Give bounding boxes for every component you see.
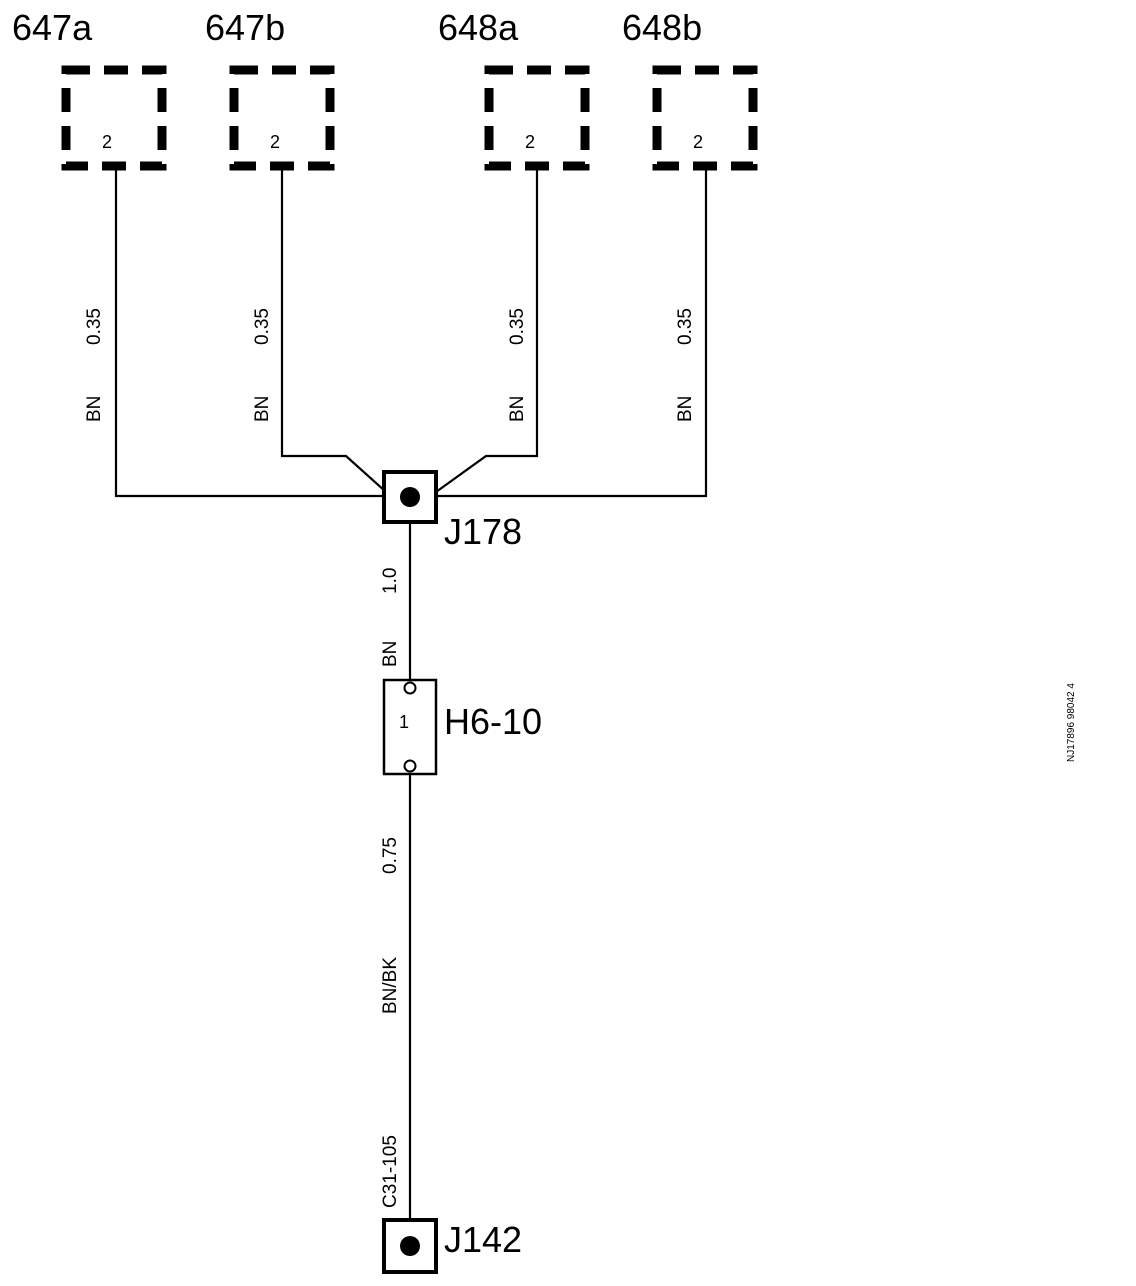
connector-pin: 2 [270, 132, 280, 152]
connector-label: 648b [622, 7, 702, 48]
wire-size: 1.0 [380, 568, 401, 594]
fuse-body [382, 678, 438, 776]
wire-label-647a: 0.35 BN [84, 308, 105, 422]
fuse-pin: 1 [399, 712, 409, 732]
connector-pin: 2 [102, 132, 112, 152]
connector-648b[interactable]: 648b 2 [622, 7, 758, 171]
splice-label: J142 [444, 1219, 522, 1260]
splice-j178[interactable]: J178 [382, 470, 522, 552]
wire-size: 0.35 [507, 308, 528, 345]
wire-647a [114, 168, 384, 498]
connector-pin: 2 [693, 132, 703, 152]
connector-pin: 2 [525, 132, 535, 152]
wire-size: 0.35 [252, 308, 273, 345]
splice-dot-icon [400, 487, 420, 507]
fuse-label: H6-10 [444, 701, 542, 742]
wire-color: BN [675, 396, 696, 422]
wire-color: BN/BK [380, 957, 401, 1014]
fuse-h6-10[interactable]: 1 H6-10 [382, 678, 542, 776]
connector-box [484, 65, 590, 171]
wire-label-647b: 0.35 BN [252, 308, 273, 422]
wire-color: BN [380, 641, 401, 667]
wire-647b [280, 168, 387, 493]
connector-647b[interactable]: 647b 2 [205, 7, 335, 171]
connector-box [652, 65, 758, 171]
circuit-label: C31-105 [380, 1135, 401, 1208]
wire-color: BN [84, 396, 105, 422]
connector-label: 647b [205, 7, 285, 48]
connector-box [61, 65, 167, 171]
fuse-terminal-icon [403, 759, 417, 773]
wire-648a [435, 168, 539, 493]
side-code: NJ17896 98042 4 [1066, 683, 1077, 762]
connector-label: 648a [438, 7, 519, 48]
wire-648b [436, 168, 708, 498]
splice-dot-icon [400, 1236, 420, 1256]
connector-647a[interactable]: 647a 2 [12, 7, 167, 171]
connector-label: 647a [12, 7, 93, 48]
wire-label-648b: 0.35 BN [675, 308, 696, 422]
wire-color: BN [252, 396, 273, 422]
wire-color: BN [507, 396, 528, 422]
wire-size: 0.75 [380, 837, 401, 874]
fuse-terminal-icon [403, 681, 417, 695]
wire-size: 0.35 [675, 308, 696, 345]
connector-648a[interactable]: 648a 2 [438, 7, 590, 171]
wire-label-648a: 0.35 BN [507, 308, 528, 422]
wire-size: 0.35 [84, 308, 105, 345]
connector-box [229, 65, 335, 171]
splice-j142[interactable]: J142 [382, 1218, 522, 1274]
splice-label: J178 [444, 511, 522, 552]
